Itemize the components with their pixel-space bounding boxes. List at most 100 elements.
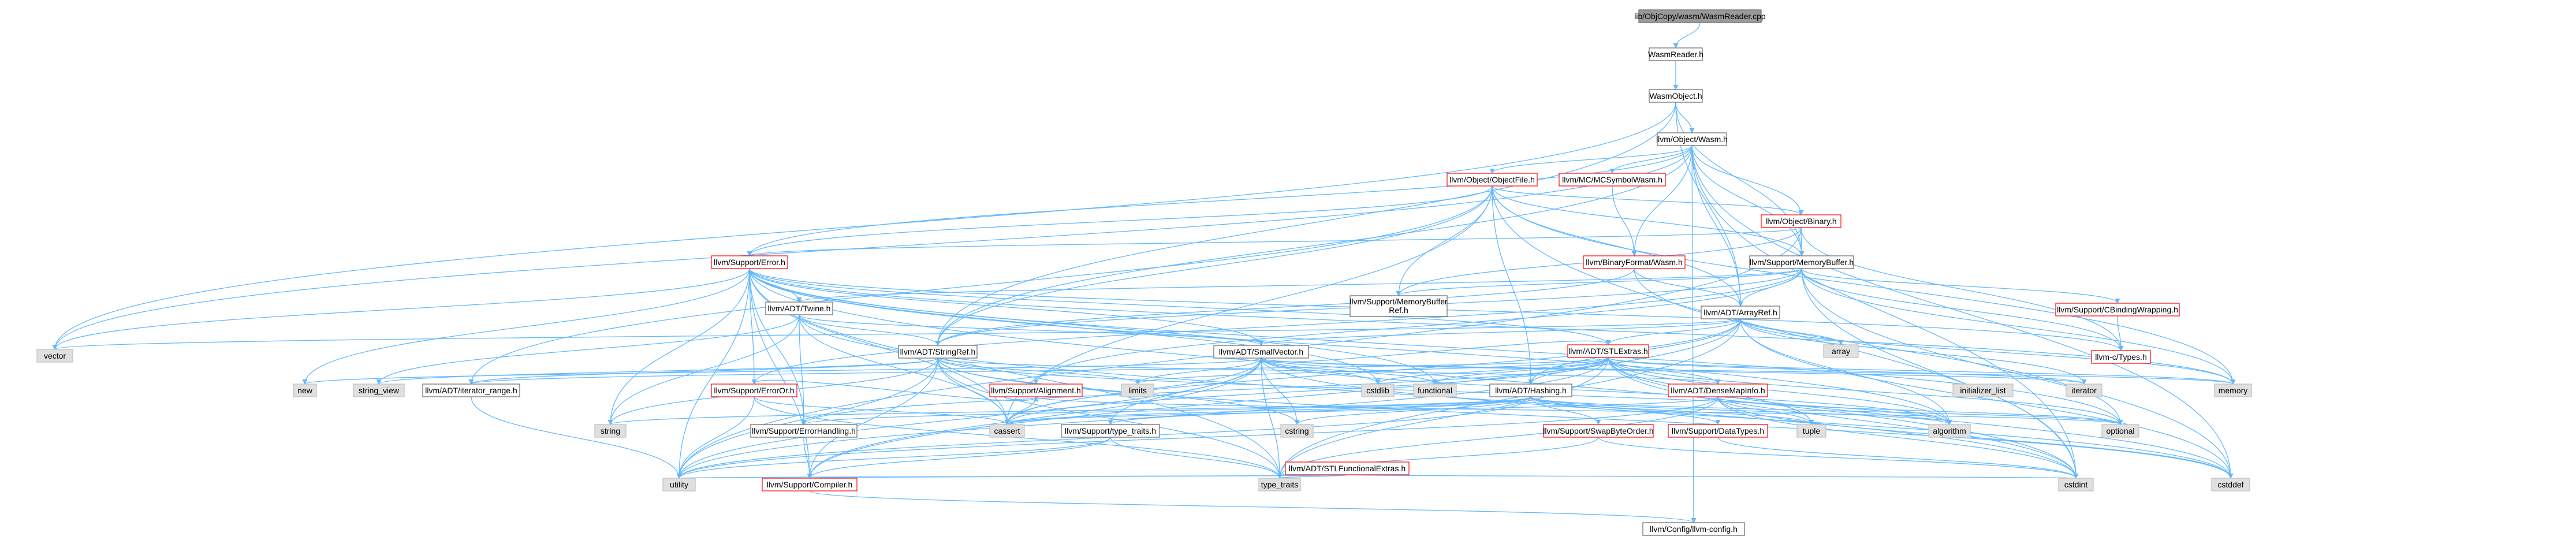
edge-adt_arrayref-to-cstddef xyxy=(1740,318,2234,479)
node-box xyxy=(1952,383,2014,397)
node-llvm-support-datatypes-h[interactable]: llvm/Support/DataTypes.h xyxy=(1668,424,1768,438)
edge-erroror-to-alignment xyxy=(754,379,1039,402)
node-cstddef: cstddef xyxy=(2211,478,2250,491)
edge-binformat_wasm-to-adt_arrayref xyxy=(1634,268,1743,307)
edge-obj_wasm-to-obj_binary xyxy=(1691,145,1804,215)
edge-adt_arrayref-to-type_traits xyxy=(1277,318,1741,479)
node-llvm-binaryformat-wasm-h[interactable]: llvm/BinaryFormat/Wasm.h xyxy=(1583,255,1686,269)
node-box xyxy=(1649,89,1703,103)
node-box xyxy=(422,383,520,397)
node-llvm-support-compiler-h[interactable]: llvm/Support/Compiler.h xyxy=(762,478,858,491)
edge-adt_smallvector-to-utility xyxy=(676,357,1262,479)
node-label: vector xyxy=(44,351,66,360)
edge-compiler-to-config xyxy=(809,490,1697,523)
node-llvm-c-types-h[interactable]: llvm-c/Types.h xyxy=(2091,350,2151,364)
edge-adt_stlextras-to-cstdint xyxy=(1608,357,2079,479)
node-label: llvm/ADT/STLExtras.h xyxy=(1568,347,1648,356)
node-llvm-object-binary-h[interactable]: llvm/Object/Binary.h xyxy=(1761,214,1841,228)
node-box xyxy=(989,383,1083,397)
node-box xyxy=(2091,350,2151,364)
node-llvm-support-memorybuffer-h[interactable]: llvm/Support/MemoryBuffer.h xyxy=(1749,255,1854,269)
node-cstdint: cstdint xyxy=(2058,478,2094,491)
node-layer: lib/ObjCopy/wasm/WasmReader.cppWasmReade… xyxy=(36,9,2252,536)
node-array: array xyxy=(1823,344,1859,358)
edge-hashing-to-type_traits_h xyxy=(1108,396,1531,425)
node-new: new xyxy=(293,383,317,397)
edge-support_error-to-new xyxy=(302,268,750,385)
edge-densemapinfo-to-optional xyxy=(1717,396,2123,425)
edge-adt_smallvector-to-cstddef xyxy=(1261,357,2234,479)
edge-densemapinfo-to-cstddef xyxy=(1717,396,2234,479)
node-box xyxy=(1657,132,1727,146)
edge-support_error-to-compiler xyxy=(749,268,812,479)
edge-adt_arrayref-to-compiler xyxy=(807,318,1741,479)
node-label: llvm/Support/Compiler.h xyxy=(767,480,853,489)
edge-adt_twine-to-adt_stringref xyxy=(799,314,941,346)
edge-support_error-to-optional xyxy=(749,268,2123,425)
node-llvm-mc-mcsymbolwasm-h[interactable]: llvm/MC/MCSymbolWasm.h xyxy=(1559,173,1666,187)
node-box xyxy=(898,345,978,359)
edge-swapbyteorder-to-cstdint xyxy=(1598,437,2079,479)
node-llvm-object-wasm-h[interactable]: llvm/Object/Wasm.h xyxy=(1656,132,1728,146)
node-box xyxy=(1649,47,1703,61)
edge-adt_smallvector-to-compiler xyxy=(807,357,1262,479)
edge-hashing-to-cstring xyxy=(1294,396,1531,425)
edge-obj_binary-to-c_types xyxy=(1800,227,2124,351)
node-llvm-support-type-traits-h[interactable]: llvm/Support/type_traits.h xyxy=(1061,424,1160,438)
node-llvm-support-swapbyteorder-h[interactable]: llvm/Support/SwapByteOrder.h xyxy=(1543,424,1654,438)
node-label: string xyxy=(601,426,620,435)
node-functional: functional xyxy=(1413,383,1457,397)
edge-support_membuf-to-alignment xyxy=(1033,268,1802,385)
node-box xyxy=(293,383,317,397)
edge-type_traits_h-to-utility xyxy=(676,437,1111,479)
node-llvm-support-errorhandling-h[interactable]: llvm/Support/ErrorHandling.h xyxy=(750,424,858,438)
edge-support_error-to-cstdlib xyxy=(749,268,1381,385)
node-llvm-adt-stringref-h[interactable]: llvm/ADT/StringRef.h xyxy=(898,345,978,359)
node-llvm-object-objectfile-h[interactable]: llvm/Object/ObjectFile.h xyxy=(1447,173,1538,187)
node-box xyxy=(1061,424,1160,438)
node-box xyxy=(1213,345,1309,359)
node-llvm-adt-smallvector-h[interactable]: llvm/ADT/SmallVector.h xyxy=(1213,345,1309,359)
node-llvm-support-error-h[interactable]: llvm/Support/Error.h xyxy=(711,255,788,269)
node-label: optional xyxy=(2106,426,2134,435)
node-llvm-adt-stlextras-h[interactable]: llvm/ADT/STLExtras.h xyxy=(1567,344,1649,358)
node-label: initializer_list xyxy=(1960,386,2005,395)
node-label: llvm/BinaryFormat/Wasm.h xyxy=(1586,258,1683,267)
node-llvm-adt-twine-h[interactable]: llvm/ADT/Twine.h xyxy=(765,301,833,315)
edge-support_error-to-string xyxy=(607,268,750,425)
node-llvm-adt-arrayref-h[interactable]: llvm/ADT/ArrayRef.h xyxy=(1701,306,1780,319)
node-wasmobject-h[interactable]: WasmObject.h xyxy=(1649,89,1703,103)
node-wasmreader-h[interactable]: WasmReader.h xyxy=(1648,47,1703,61)
edge-obj_objectfile-to-support_error xyxy=(747,185,1493,256)
edge-obj_objectfile-to-memory xyxy=(1492,185,2236,385)
edge-adt_smallvector-to-memory xyxy=(1261,357,2235,385)
node-box xyxy=(1447,173,1538,187)
node-label: array xyxy=(1832,347,1850,356)
edge-wasmobject_h-to-adt_stringref xyxy=(935,102,1676,346)
node-llvm-support-alignment-h[interactable]: llvm/Support/Alignment.h xyxy=(989,383,1083,397)
node-box xyxy=(762,478,858,491)
node-label: memory xyxy=(2219,386,2248,395)
edge-adt_arrayref-to-iterator xyxy=(1740,318,2087,385)
edge-obj_binary-to-support_error xyxy=(747,227,1802,256)
node-llvm-support-cbindingwrapping-h[interactable]: llvm/Support/CBindingWrapping.h xyxy=(2055,303,2180,316)
node-box xyxy=(2214,383,2252,397)
edge-hashing-to-errorhandling xyxy=(801,396,1531,425)
node-box xyxy=(1543,424,1654,438)
node-label: WasmReader.h xyxy=(1648,50,1703,59)
node-llvm-support-erroror-h[interactable]: llvm/Support/ErrorOr.h xyxy=(711,383,797,397)
node-llvm-adt-stlfunctionalextras-h[interactable]: llvm/ADT/STLFunctionalExtras.h xyxy=(1285,461,1410,475)
edge-adt_smallvector-to-cstring xyxy=(1261,357,1300,425)
node-label: llvm/Support/SwapByteOrder.h xyxy=(1543,426,1653,435)
edge-support_error-to-errorhandling xyxy=(749,268,807,425)
node-llvm-adt-densemapinfo-h[interactable]: llvm/ADT/DenseMapInfo.h xyxy=(1668,383,1768,397)
node-llvm-adt-hashing-h[interactable]: llvm/ADT/Hashing.h xyxy=(1489,383,1572,397)
node-llvm-config-llvm-config-h[interactable]: llvm/Config/llvm-config.h xyxy=(1642,522,1745,536)
node-llvm-adt-iterator-range-h[interactable]: llvm/ADT/iterator_range.h xyxy=(422,383,520,397)
node-label: tuple xyxy=(1803,426,1821,435)
node-box xyxy=(711,255,788,269)
node-vector: vector xyxy=(36,349,73,363)
node-lib-objcopy-wasm-wasmreader-cpp[interactable]: lib/ObjCopy/wasm/WasmReader.cpp xyxy=(1634,9,1766,23)
